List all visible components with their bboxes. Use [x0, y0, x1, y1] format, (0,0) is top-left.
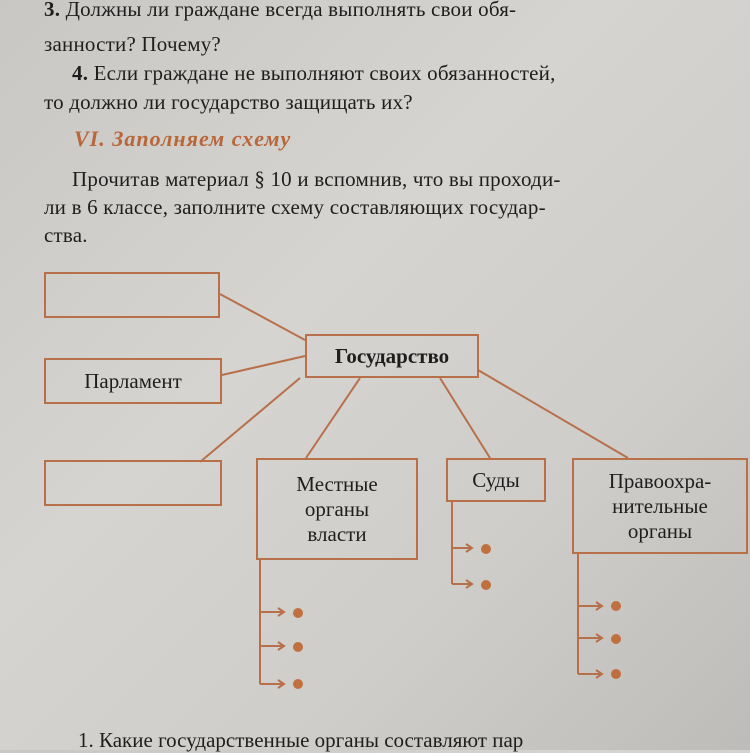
box-law-enforcement: Правоохра- нительные органы: [572, 458, 748, 554]
box-local-authorities: Местные органы власти: [256, 458, 418, 560]
law-bullet-3: [611, 669, 621, 679]
connector-left-bottom: [199, 377, 301, 463]
question-3-number: 3.: [44, 0, 61, 21]
instruction-line-3: ства.: [44, 223, 88, 247]
courts-bullet-1: [481, 544, 491, 554]
box-courts: Суды: [446, 458, 546, 502]
question-3-line-1: 3. Должны ли граждане всегда выполнять с…: [44, 0, 516, 20]
local-bullet-3: [293, 679, 303, 689]
law-label-1: Правоохра-: [608, 468, 712, 493]
local-label-2: органы: [304, 496, 370, 521]
local-label-1: Местные: [296, 471, 378, 496]
local-bullet-1: [293, 608, 303, 618]
law-label-2: нительные: [612, 493, 708, 518]
connector-courts: [439, 377, 491, 459]
connector-left-top: [219, 293, 306, 341]
connector-parliament: [221, 355, 306, 376]
instruction-line-2: ли в 6 классе, заполните схему составляю…: [44, 195, 546, 219]
question-3-text: Должны ли граждане всегда выполнять свои…: [60, 0, 517, 21]
question-4-line-1: 4. Если граждане не выполняют своих обяз…: [72, 62, 556, 84]
question-4-line-2: то должно ли государство защищать их?: [44, 90, 413, 114]
local-label-3: власти: [307, 521, 367, 546]
bottom-question-1: 1. Какие государственные органы составля…: [78, 728, 524, 752]
instruction-line-1: Прочитав материал § 10 и вспомнив, что в…: [72, 167, 561, 191]
box-state: Государство: [305, 334, 479, 378]
box-parliament: Парламент: [44, 358, 222, 404]
connector-law: [477, 369, 629, 459]
connector-local: [305, 377, 361, 459]
question-4-number: 4.: [72, 61, 89, 85]
box-left-top-blank[interactable]: [44, 272, 220, 318]
section-title: VI. Заполняем схему: [74, 126, 292, 151]
law-label-3: органы: [627, 518, 693, 543]
law-bullet-2: [611, 634, 621, 644]
local-bullet-2: [293, 642, 303, 652]
law-bullet-1: [611, 601, 621, 611]
question-4-text: Если граждане не выполняют своих обязанн…: [88, 61, 556, 85]
question-3-line-2: занности? Почему?: [44, 32, 221, 56]
box-left-bottom-blank[interactable]: [44, 460, 222, 506]
courts-bullet-2: [481, 580, 491, 590]
